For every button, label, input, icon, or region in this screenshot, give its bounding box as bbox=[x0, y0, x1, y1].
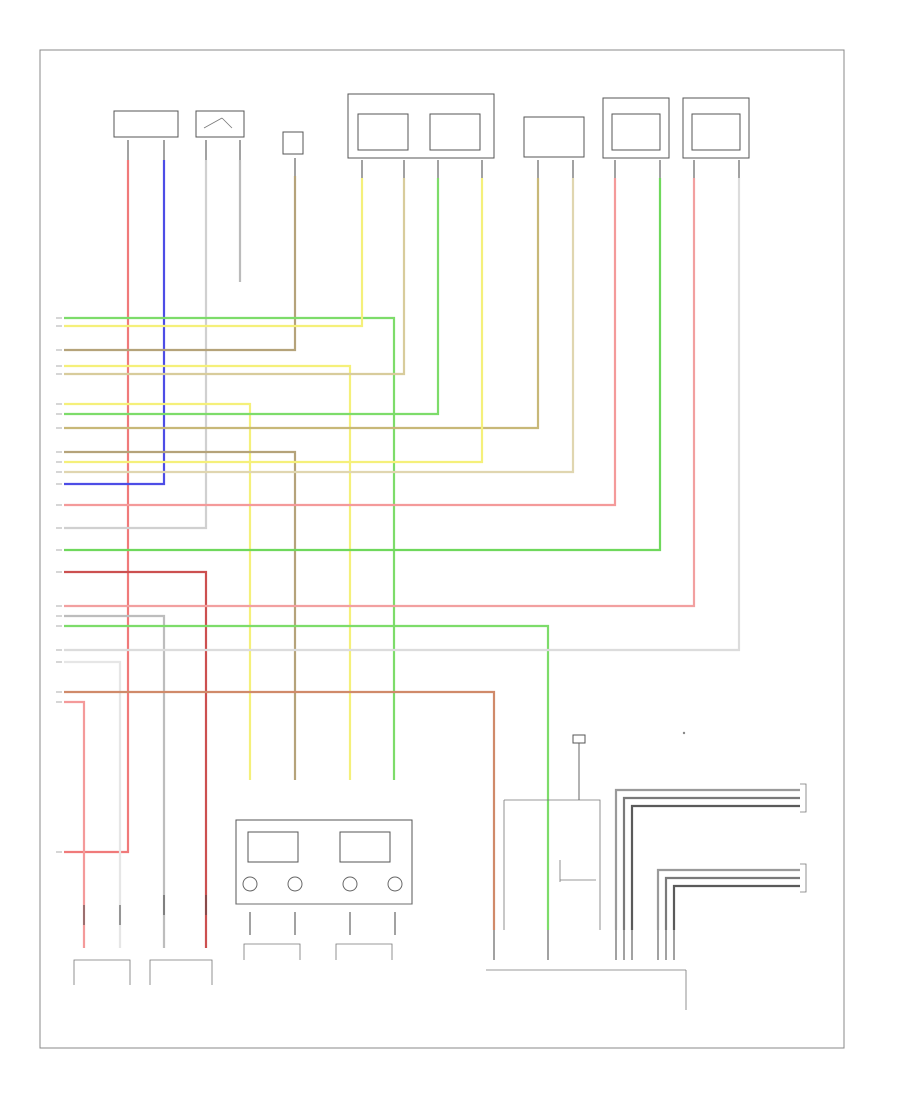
passenger-seat-belt-switch bbox=[195, 110, 245, 138]
inflator-terminal-1 bbox=[242, 876, 258, 892]
seat-track-position-sensor bbox=[113, 110, 179, 138]
module-inner-b bbox=[429, 113, 481, 151]
wire-lt-tan bbox=[64, 178, 575, 474]
module-inner-a bbox=[357, 113, 409, 151]
right-impact-sensor bbox=[800, 783, 807, 813]
occupant-sensor-a bbox=[73, 959, 131, 985]
ground-point bbox=[572, 734, 586, 744]
wire-yellow-c bbox=[64, 402, 252, 780]
left-impact-sensor bbox=[800, 863, 807, 893]
wire-pink-c bbox=[64, 700, 86, 948]
wire-blue bbox=[64, 160, 166, 486]
squib-a bbox=[247, 831, 299, 863]
module-inner-d bbox=[691, 113, 741, 151]
belt-tension-sensor bbox=[282, 131, 304, 155]
wire-harness bbox=[56, 160, 741, 948]
module-inner-c bbox=[611, 113, 661, 151]
wire-green-c bbox=[64, 178, 662, 552]
inflator-connector-b bbox=[335, 943, 393, 960]
bottom-left-sensors bbox=[73, 895, 213, 985]
occupant-sensor-b bbox=[149, 959, 213, 985]
wire-white-c bbox=[64, 660, 122, 948]
top-components bbox=[113, 93, 750, 178]
restraint-control-module bbox=[486, 734, 807, 1010]
wire-yellow-b bbox=[64, 364, 352, 780]
legend-marker bbox=[682, 731, 686, 735]
wire-white-b bbox=[64, 178, 741, 652]
wire-green-d bbox=[64, 624, 550, 930]
wire-yellow-a bbox=[64, 178, 364, 328]
wire-yellow-d bbox=[64, 178, 484, 464]
wire-green-b bbox=[64, 178, 440, 416]
inflator-terminal-2 bbox=[287, 876, 303, 892]
squib-b bbox=[339, 831, 391, 863]
wire-pink-a bbox=[64, 178, 617, 507]
inflator-terminal-4 bbox=[387, 876, 403, 892]
wire-brown bbox=[64, 690, 496, 930]
inflator-terminal-3 bbox=[342, 876, 358, 892]
inflator-circuits bbox=[235, 819, 413, 960]
seat-belt-pretensioner bbox=[523, 116, 585, 158]
wire-tan-a bbox=[64, 176, 297, 352]
inflator-connector-a bbox=[243, 943, 301, 960]
wire-tan-b bbox=[64, 178, 406, 376]
wire-dk-red bbox=[64, 570, 208, 948]
wire-gray-b bbox=[64, 614, 166, 948]
wire-olive bbox=[64, 178, 540, 430]
wire-red-a bbox=[64, 160, 130, 854]
wire-white-a bbox=[64, 160, 208, 530]
wire-tan-c bbox=[64, 450, 297, 780]
wire-pink-b bbox=[64, 178, 696, 608]
